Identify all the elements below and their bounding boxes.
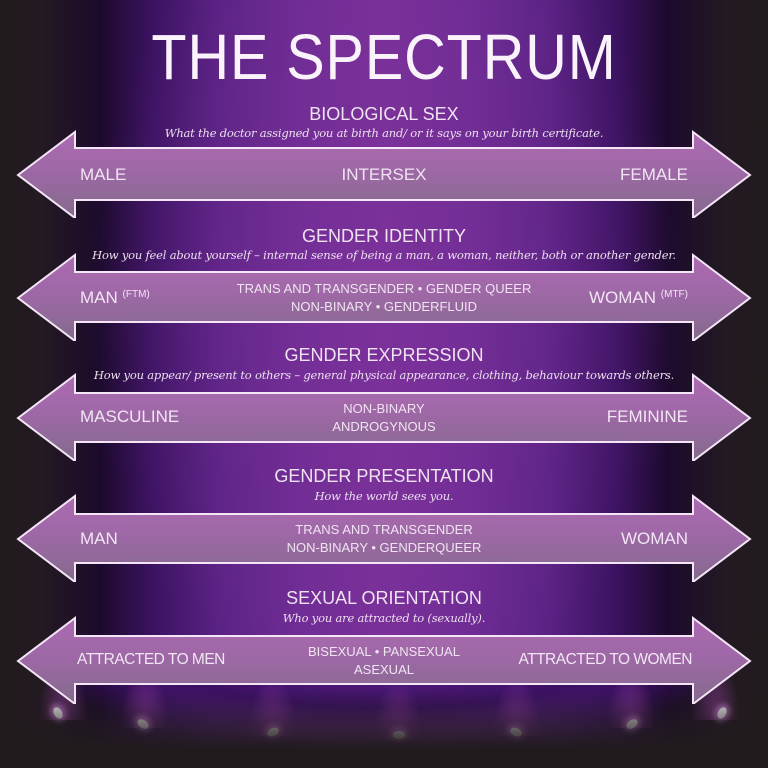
section-heading-gender-expression: GENDER EXPRESSION [284,345,484,365]
spectrum-right-label: WOMAN [620,529,688,548]
section-heading-sexual-orientation: SEXUAL ORIENTATION [286,588,482,608]
spectrum-right-label: FEMININE [606,407,688,426]
double-arrow-icon [16,616,752,704]
spectrum-left-label: MASCULINE [80,407,180,426]
spectrum-arrow-biological-sex: MALE INTERSEX FEMALE [0,130,768,218]
spectrum-right-label: FEMALE [619,165,688,184]
double-arrow-icon [16,253,752,341]
section-subtitle-biological-sex: What the doctor assigned you at birth an… [164,126,604,140]
section-subtitle-gender-identity: How you feel about yourself – internal s… [92,248,676,262]
spectrum-left-label: ATTRACTED TO MEN [77,651,225,668]
section-subtitle-gender-presentation: How the world sees you. [314,489,454,503]
floor-shadow [0,690,768,768]
spectrum-left-label: MAN (FTM) [80,288,150,307]
section-heading-gender-presentation: GENDER PRESENTATION [274,466,494,486]
spectrum-left-label: MAN [80,529,118,548]
double-arrow-icon [16,494,752,582]
right-label-qualifier: (MTF) [660,289,688,300]
spectrum-arrow-gender-identity: MAN (FTM) TRANS AND TRANSGENDER • GENDER… [0,253,768,341]
left-label-qualifier: (FTM) [122,289,150,300]
section-heading-biological-sex: BIOLOGICAL SEX [309,104,459,124]
page-title: THE SPECTRUM [151,21,617,93]
spectrum-center-label: INTERSEX [341,165,427,184]
spectrum-right-label: WOMAN (MTF) [589,288,688,307]
spectrum-right-label: ATTRACTED TO WOMEN [518,651,692,668]
double-arrow-icon [16,130,752,218]
double-arrow-icon [16,373,752,461]
section-subtitle-sexual-orientation: Who you are attracted to (sexually). [282,611,486,625]
section-heading-gender-identity: GENDER IDENTITY [301,226,466,246]
spectrum-left-label: MALE [80,165,127,184]
section-subtitle-gender-expression: How you appear/ present to others – gene… [93,368,675,382]
